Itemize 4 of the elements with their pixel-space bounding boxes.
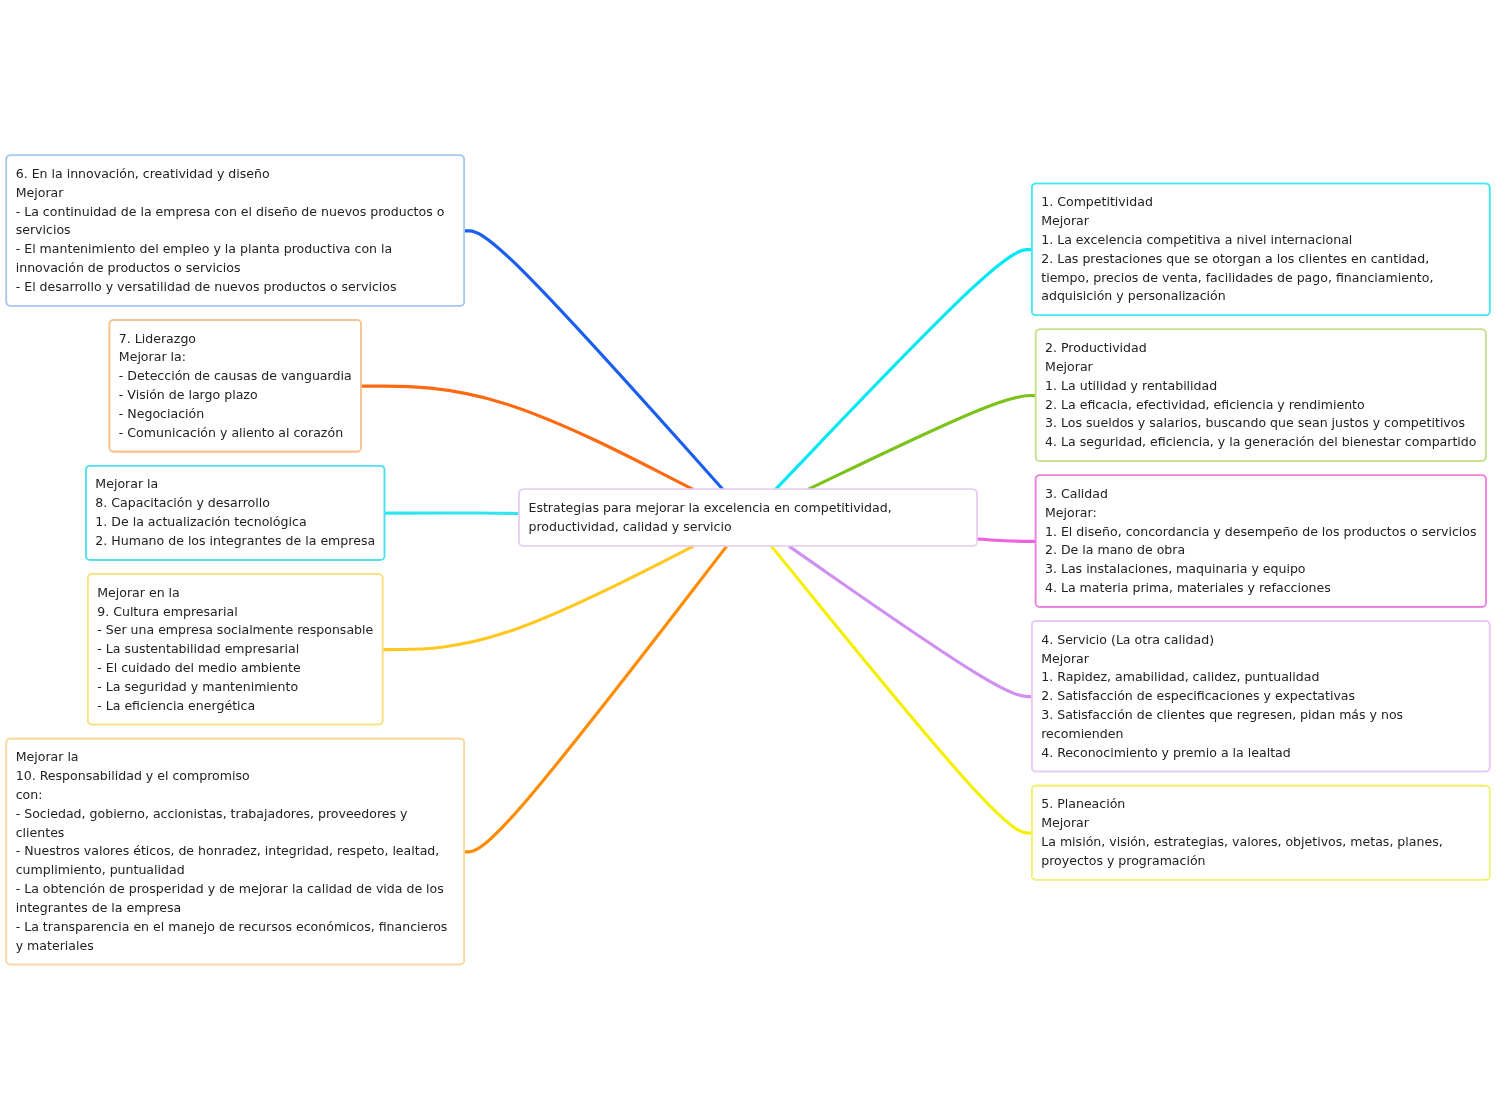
connector (977, 537, 1036, 543)
connector (383, 544, 695, 651)
connector (384, 511, 520, 515)
connector (464, 544, 728, 854)
